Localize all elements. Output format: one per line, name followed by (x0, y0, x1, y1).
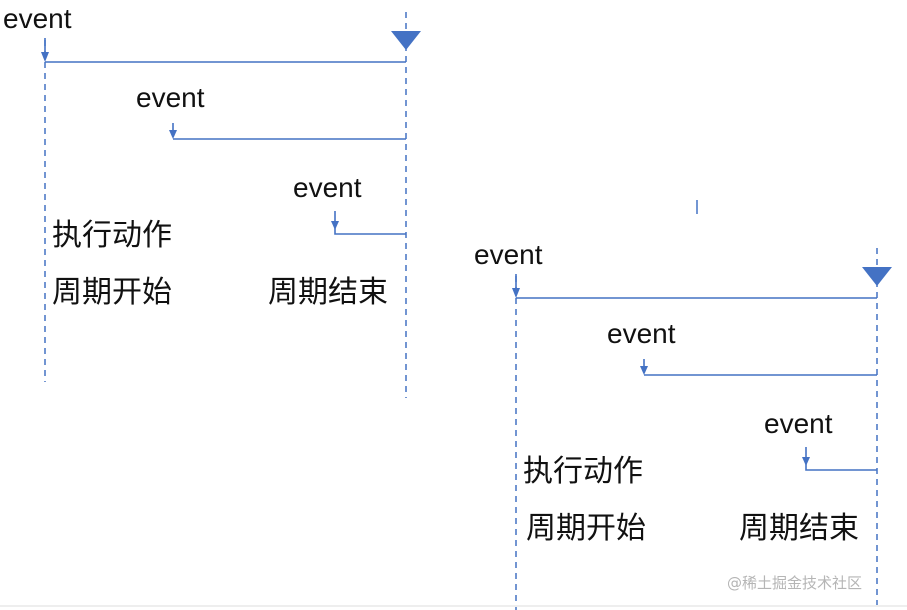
cycle-end-label: 周期结束 (268, 275, 388, 310)
cycle-start-label: 周期开始 (52, 275, 172, 310)
arrow-down-icon (41, 52, 49, 62)
event-label-3: event (293, 172, 362, 203)
action-label: 执行动作 (52, 218, 172, 253)
cycle-end-marker-icon (862, 267, 892, 286)
arrow-down-icon (640, 366, 648, 375)
cycle-end-label: 周期结束 (739, 511, 859, 546)
event-label-1: event (3, 3, 72, 34)
event-label-3: event (764, 408, 833, 439)
diagram-2: event event event 执行动作 周期开始 周期结束 (474, 239, 892, 610)
diagram-1: event event event 执行动作 周期开始 周期结束 (3, 3, 421, 398)
cycle-start-label: 周期开始 (526, 511, 646, 546)
arrow-down-icon (331, 221, 339, 230)
event-span-3 (805, 464, 877, 471)
arrow-down-icon (802, 457, 810, 466)
event-label-2: event (607, 318, 676, 349)
cycle-end-marker-icon (391, 31, 421, 50)
watermark: @稀土掘金技术社区 (727, 574, 862, 592)
action-label: 执行动作 (523, 454, 643, 489)
arrow-down-icon (512, 288, 520, 298)
event-label-1: event (474, 239, 543, 270)
event-span-3 (334, 228, 406, 235)
arrow-down-icon (169, 130, 177, 139)
event-label-2: event (136, 82, 205, 113)
